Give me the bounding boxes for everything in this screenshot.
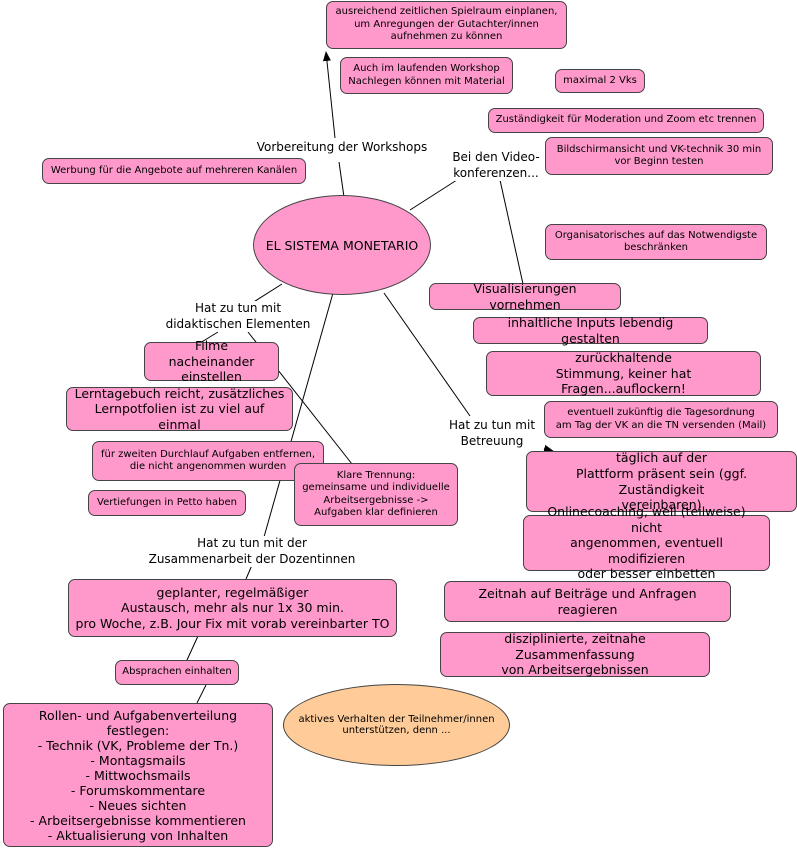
- node-onlinecoaching[interactable]: Onlinecoaching, weil (teilweise) nicht a…: [523, 504, 770, 581]
- node-lerntagebuch[interactable]: Lerntagebuch reicht, zusätzliches Lernpo…: [66, 386, 293, 432]
- node-aktives-verhalten[interactable]: aktives Verhalten der Teilnehmer/innen u…: [283, 684, 510, 766]
- node-inputs[interactable]: inhaltliche Inputs lebendig gestalten: [473, 315, 708, 346]
- label-vorbereitung-workshops: Vorbereitung der Workshops: [250, 140, 434, 156]
- node-tagesordnung[interactable]: eventuell zukünftig die Tagesordnung am …: [544, 401, 778, 438]
- link-center-zusammenarbeit: [263, 292, 334, 538]
- node-organisatorisches[interactable]: Organisatorisches auf das Notwendigste b…: [545, 224, 767, 260]
- link-video-visualisierungen: [499, 179, 524, 285]
- node-disziplinierte[interactable]: disziplinierte, zeitnahe Zusammenfassung…: [440, 631, 710, 677]
- node-stimmung[interactable]: zurückhaltende Stimmung, keiner hat Frag…: [486, 350, 761, 396]
- link-zusammenarbeit-austausch: [245, 564, 253, 580]
- node-plattform[interactable]: täglich auf der Plattform präsent sein (…: [526, 450, 797, 512]
- link-center-video: [409, 177, 461, 211]
- link-workshops-spielraum: [322, 51, 336, 139]
- node-absprachen[interactable]: Absprachen einhalten: [115, 660, 239, 685]
- link-absprachen-rollen: [196, 684, 207, 704]
- node-spielraum[interactable]: ausreichend zeitlichen Spielraum einplan…: [326, 1, 567, 49]
- node-moderation[interactable]: Zuständigkeit für Moderation und Zoom et…: [488, 108, 764, 133]
- link-center-workshops: [338, 161, 345, 198]
- link-center-didaktik: [251, 283, 283, 304]
- link-center-betreuung: [383, 292, 471, 417]
- node-rollenverteilung[interactable]: Rollen- und Aufgabenverteilung festlegen…: [3, 703, 273, 847]
- label-didaktische-elemente: Hat zu tun mit didaktischen Elementen: [160, 301, 316, 333]
- node-austausch[interactable]: geplanter, regelmäßiger Austausch, mehr …: [68, 579, 397, 637]
- label-betreuung: Hat zu tun mit Betreuung: [440, 418, 544, 450]
- node-visualisierungen[interactable]: Visualisierungen vornehmen: [429, 281, 621, 312]
- node-zeitnah[interactable]: Zeitnah auf Beiträge und Anfragen reagie…: [444, 581, 731, 622]
- node-max-vks[interactable]: maximal 2 Vks: [555, 69, 645, 93]
- label-zusammenarbeit: Hat zu tun mit der Zusammenarbeit der Do…: [140, 536, 364, 568]
- link-austausch-absprachen: [186, 635, 199, 661]
- node-filme[interactable]: Filme nacheinander einstellen: [144, 338, 279, 384]
- label-videokonferenzen: Bei den Video- konferenzen...: [444, 150, 548, 182]
- node-vertiefungen[interactable]: Vertiefungen in Petto haben: [88, 490, 246, 516]
- node-zweiter-durchlauf[interactable]: für zweiten Durchlauf Aufgaben entfernen…: [92, 441, 324, 481]
- node-werbung[interactable]: Werbung für die Angebote auf mehreren Ka…: [42, 158, 306, 184]
- node-nachlegen[interactable]: Auch im laufenden Workshop Nachlegen kön…: [340, 57, 513, 94]
- link-didaktik-filme: [199, 331, 219, 344]
- central-topic[interactable]: EL SISTEMA MONETARIO: [253, 195, 431, 295]
- node-klare-trennung[interactable]: Klare Trennung: gemeinsame und individue…: [294, 463, 458, 526]
- node-bildschirmansicht[interactable]: Bildschirmansicht und VK-technik 30 min …: [545, 137, 773, 175]
